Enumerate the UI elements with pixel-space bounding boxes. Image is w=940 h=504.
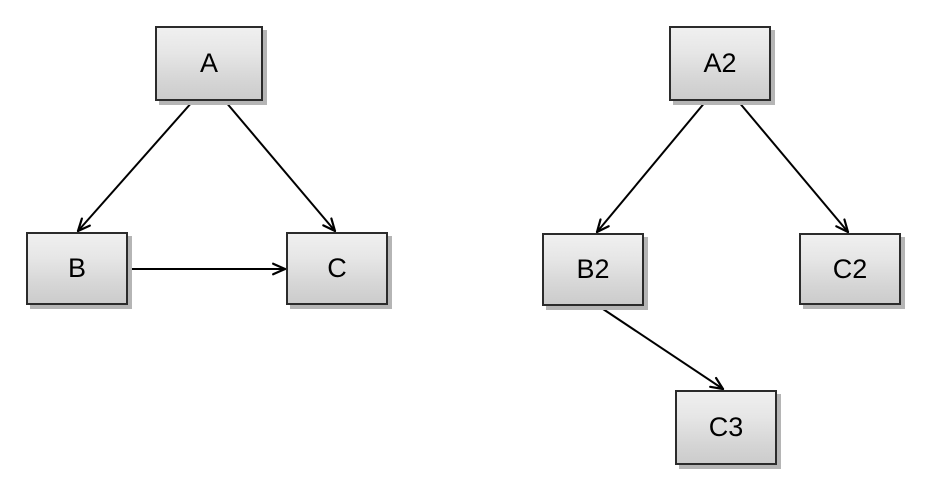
arrowhead-a2-b2: [595, 218, 602, 234]
node-a[interactable]: A: [155, 26, 263, 101]
arrowhead-a2-b2: [595, 225, 610, 234]
edge-line-a-c: [224, 100, 336, 232]
node-a2[interactable]: A2: [669, 26, 771, 101]
edge-line-a2-c2: [737, 100, 849, 233]
node-label-b2: B2: [576, 254, 610, 284]
arrowhead-a-c: [322, 224, 337, 233]
node-b2[interactable]: B2: [542, 233, 644, 306]
edge-line-b2-c3: [599, 306, 724, 390]
arrowhead-b-c: [272, 267, 287, 276]
node-label-c2: C2: [832, 253, 868, 284]
node-label-a: A: [199, 48, 218, 78]
node-c[interactable]: C: [286, 232, 388, 305]
node-label-c3: C3: [708, 412, 744, 442]
edge-line-a-b: [77, 100, 194, 232]
arrowhead-a-b: [76, 217, 83, 233]
arrowhead-a-c: [330, 217, 337, 233]
node-label-a2: A2: [703, 48, 737, 78]
edge-group: [76, 100, 850, 391]
arrowhead-a-b: [76, 224, 91, 233]
node-label-b: B: [67, 253, 86, 283]
node-c2[interactable]: C2: [799, 233, 901, 305]
arrowhead-b-c: [272, 262, 287, 271]
arrowhead-b2-c3: [714, 376, 725, 391]
node-c3[interactable]: C3: [675, 390, 777, 465]
arrowhead-a2-c2: [843, 218, 850, 234]
node-b[interactable]: B: [26, 232, 128, 305]
arrowhead-b2-c3: [709, 385, 725, 391]
edge-line-a2-b2: [596, 100, 707, 233]
node-label-c: C: [327, 253, 347, 283]
arrowhead-a2-c2: [835, 225, 850, 234]
